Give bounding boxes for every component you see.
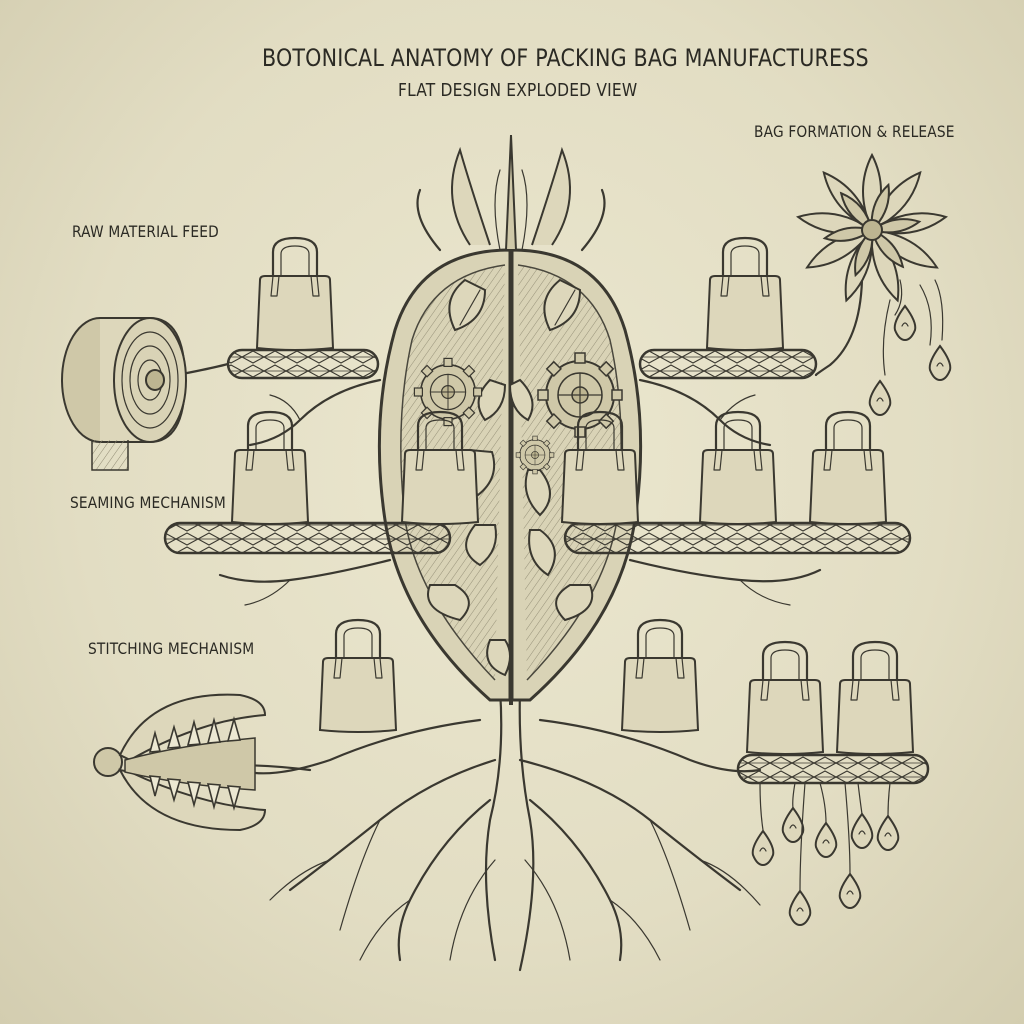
fabric-roll-icon <box>61 317 230 471</box>
diagram-subtitle: FLAT DESIGN EXPLODED VIEW <box>398 80 638 101</box>
label-seaming-mechanism: SEAMING MECHANISM <box>70 493 226 512</box>
gear-icon <box>537 352 623 438</box>
flytrap-icon <box>93 693 312 832</box>
root-system <box>238 688 762 972</box>
release-drops <box>751 305 952 926</box>
leaf-icon <box>427 278 594 677</box>
diagram-title: BOTONICAL ANATOMY OF PACKING BAG MANUFAC… <box>262 44 869 72</box>
branches <box>218 378 822 606</box>
label-raw-material-feed: RAW MATERIAL FEED <box>72 222 219 241</box>
label-stitching-mechanism: STITCHING MECHANISM <box>88 639 255 658</box>
label-bag-formation-release: BAG FORMATION & RELEASE <box>754 122 955 141</box>
gear-icon <box>515 435 555 475</box>
drop-stems <box>759 782 891 891</box>
flower-icon <box>795 152 949 377</box>
